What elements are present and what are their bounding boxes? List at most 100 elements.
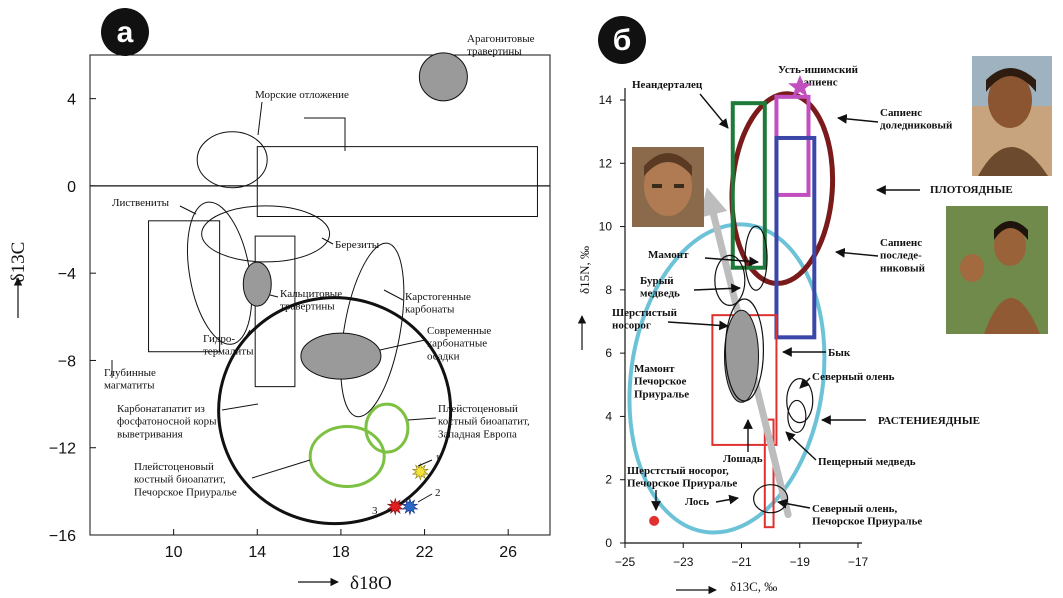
hydro-label: Гидро-термалиты xyxy=(203,333,254,358)
y-tick-label: 6 xyxy=(605,346,612,360)
karst-leader xyxy=(383,289,404,301)
cave-bear-arrow xyxy=(785,431,817,461)
x-tick-label: 18 xyxy=(332,544,350,561)
marker-2-label: 2 xyxy=(435,487,441,499)
marker-3 xyxy=(386,497,404,516)
y-tick-label: −4 xyxy=(58,266,76,283)
panel-a-ylabel: δ13C xyxy=(8,242,29,318)
carnivore-range-ellipse xyxy=(729,91,836,286)
hydro-leader xyxy=(243,329,251,341)
modern-sediments-field xyxy=(300,332,382,380)
marine-bracket xyxy=(304,117,346,151)
y-axis-title: δ15N, ‰ xyxy=(577,246,592,294)
aragonite-field xyxy=(418,52,468,102)
y-tick-label: 12 xyxy=(599,156,613,170)
reindeer-label: Северный олень xyxy=(812,371,895,383)
rhino-pechora-point xyxy=(649,515,660,526)
panel-a-xlabel: δ18O xyxy=(298,573,392,594)
panel-b-fields xyxy=(627,91,836,535)
reindeer-arrow xyxy=(799,377,811,389)
marker-1-label: 1 xyxy=(435,453,441,465)
sapiens-man-photo xyxy=(972,56,1052,176)
x-axis-title: δ18O xyxy=(350,573,392,594)
panel-b-badge-label: б xyxy=(613,24,632,57)
marine-leader xyxy=(257,101,263,136)
hydrothermal-field xyxy=(254,235,296,388)
y-tick-label: −8 xyxy=(58,353,76,370)
sapiens-woman-photo xyxy=(946,206,1048,334)
brown-bear-arrow xyxy=(693,283,741,294)
y-tick-label: −12 xyxy=(49,441,76,458)
karst-field xyxy=(340,242,405,418)
pechora-leader xyxy=(251,459,311,479)
reindeer-pechora-arrow xyxy=(777,498,811,509)
marker-2 xyxy=(401,497,419,516)
moose-pechora-box xyxy=(763,418,775,529)
y-tick-label: 0 xyxy=(67,179,76,196)
marker-1-leader xyxy=(417,459,433,467)
bison-field xyxy=(724,298,765,402)
sapiens-postglacial-arrow xyxy=(835,247,879,258)
y-tick-label: 4 xyxy=(67,92,76,109)
x-tick-label: 14 xyxy=(248,544,266,561)
y-tick-label: 0 xyxy=(605,536,612,550)
marker-3-label: 3 xyxy=(372,505,378,517)
moose-field xyxy=(753,484,789,514)
panel-b-ylabel: δ15N, ‰ xyxy=(577,246,592,350)
marine-label: Морские отложение xyxy=(255,89,349,101)
y-axis-title: δ13C xyxy=(8,242,29,283)
brown-bear-field xyxy=(714,254,746,306)
moose-arrow xyxy=(715,494,739,505)
x-tick-label: −19 xyxy=(790,555,811,569)
plot-frame xyxy=(89,54,551,536)
mammoth-field xyxy=(744,225,768,291)
mammoth-label: Мамонт xyxy=(648,249,689,261)
neanderthal-label: Неандерталец xyxy=(632,79,703,91)
apatite-leader xyxy=(221,403,259,411)
berezites-label: Березиты xyxy=(335,239,380,251)
moose-label: Лось xyxy=(685,496,709,508)
panel-a-badge xyxy=(101,8,149,56)
y-tick-label: 2 xyxy=(605,473,612,487)
y-tick-label: 8 xyxy=(605,283,612,297)
x-tick-label: −25 xyxy=(615,555,636,569)
europe-bioapatite-field xyxy=(364,402,410,454)
herbivore-range-ellipse xyxy=(627,222,827,535)
listvenites-label: Листвениты xyxy=(112,197,170,209)
y-tick-label: −16 xyxy=(49,528,76,545)
mammoth-arrow xyxy=(704,256,759,267)
bison-label: Бык xyxy=(828,347,851,359)
x-tick-label: −23 xyxy=(673,555,694,569)
pechora-bioapatite-field xyxy=(308,424,386,488)
deep-magmatites-field xyxy=(148,220,221,353)
marker-2-leader xyxy=(417,493,433,503)
marker-1 xyxy=(411,462,430,481)
reindeer-pechora-label: Северный олень,Печорское Приуралье xyxy=(812,503,922,528)
calcite-travertine-field xyxy=(242,261,272,307)
apatite-field xyxy=(217,296,453,526)
carnivores-label: ПЛОТОЯДНЫЕ xyxy=(930,184,1013,196)
europe-leader xyxy=(407,417,437,421)
herbivores-label: РАСТЕНИЕЯДНЫЕ xyxy=(878,415,980,427)
modern-leader xyxy=(379,339,426,351)
horse-label: Лошадь xyxy=(723,453,763,465)
rhino-arrow xyxy=(667,320,729,331)
x-axis-title: δ13C, ‰ xyxy=(730,579,777,594)
berezites-leader xyxy=(321,237,334,245)
neanderthal-portrait-photo xyxy=(632,147,704,227)
calcite-leader xyxy=(269,294,279,298)
marine-field xyxy=(256,146,538,217)
